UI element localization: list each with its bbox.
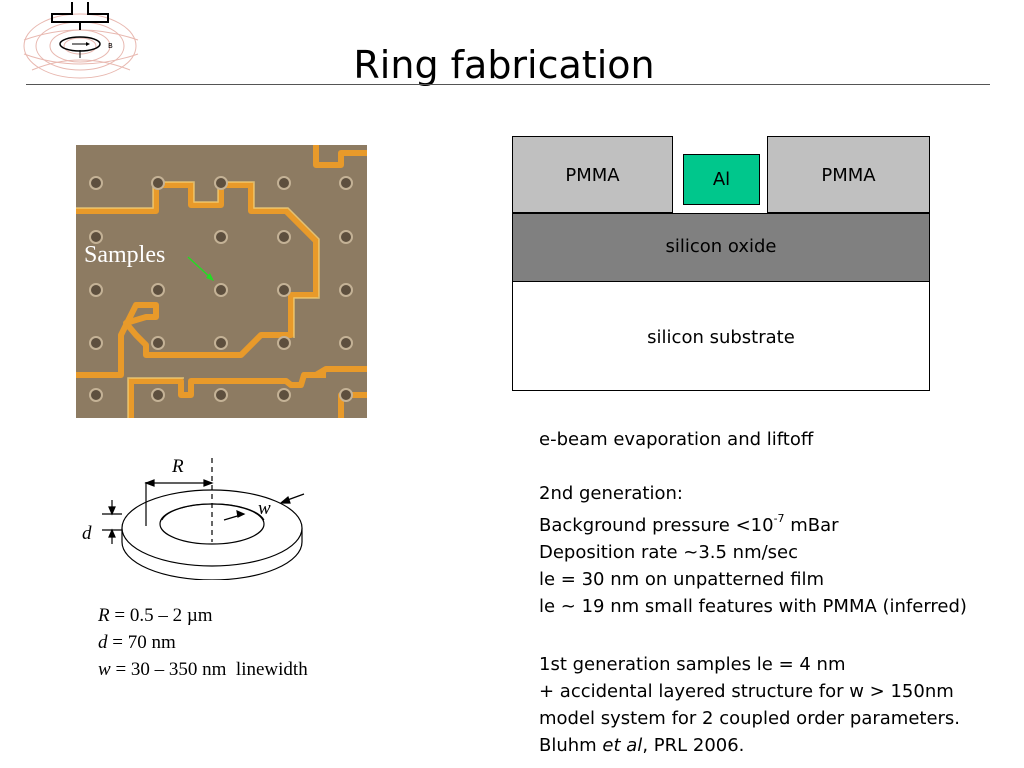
title-divider — [26, 84, 990, 85]
ring-parameters: R = 0.5 – 2 µm d = 70 nm w = 30 – 350 nm… — [98, 602, 308, 683]
oxide-label: silicon oxide — [665, 236, 777, 257]
ring-geometry-diagram: R w d — [78, 450, 328, 581]
logo-letter: B — [108, 42, 113, 50]
aluminum-ring: Al — [683, 154, 760, 205]
logo: B — [22, 0, 140, 84]
note-process: e-beam evaporation and liftoff — [539, 429, 814, 450]
param-d: d = 70 nm — [98, 632, 176, 653]
slide-title: Ring fabrication — [353, 43, 655, 88]
micrograph-image — [76, 145, 367, 418]
note-reference: Bluhm et al, PRL 2006. — [539, 735, 745, 756]
ring-drawing: R w d — [82, 456, 305, 581]
pmma-left-label: PMMA — [565, 165, 620, 186]
note-le-small: le ~ 19 nm small features with PMMA (inf… — [539, 596, 967, 617]
samples-label: Samples — [84, 242, 166, 268]
fabrication-notes: e-beam evaporation and liftoff 2nd gener… — [539, 426, 967, 759]
substrate-label: silicon substrate — [647, 327, 795, 348]
note-pressure: Background pressure <10-7 mBar — [539, 512, 839, 536]
pmma-layer-left: PMMA — [512, 136, 673, 213]
note-model: model system for 2 coupled order paramet… — [539, 708, 961, 729]
param-R: R = 0.5 – 2 µm — [98, 605, 213, 626]
note-gen1: 1st generation samples le = 4 nm — [539, 654, 846, 675]
layer-stack-diagram: PMMA PMMA silicon oxide silicon substrat… — [512, 136, 930, 391]
pmma-layer-right: PMMA — [767, 136, 930, 213]
silicon-oxide-layer: silicon oxide — [512, 213, 930, 282]
note-accidental: + accidental layered structure for w > 1… — [539, 681, 954, 702]
ring-label-R: R — [171, 456, 184, 477]
sample-micrograph — [76, 145, 367, 418]
note-deposition: Deposition rate ~3.5 nm/sec — [539, 542, 799, 563]
silicon-substrate-layer: silicon substrate — [512, 281, 930, 391]
note-le-film: le = 30 nm on unpatterned film — [539, 569, 825, 590]
note-gen2-heading: 2nd generation: — [539, 483, 683, 504]
ring-label-d: d — [82, 523, 92, 544]
param-w: w = 30 – 350 nm linewidth — [98, 659, 308, 680]
pmma-right-label: PMMA — [821, 165, 876, 186]
logo-graphic: B — [23, 2, 139, 79]
al-label: Al — [712, 169, 731, 190]
ring-label-w: w — [258, 498, 271, 519]
